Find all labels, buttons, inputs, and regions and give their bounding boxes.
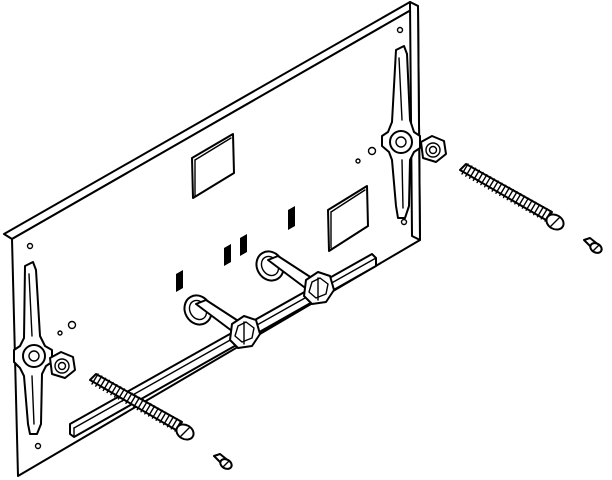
bolt-thread-line xyxy=(461,163,469,175)
bolt-thread-line xyxy=(113,386,122,398)
bolt-thread-line xyxy=(536,206,545,218)
bolt-thread-line xyxy=(121,390,129,402)
bolt-thread-line xyxy=(91,373,99,385)
mounting-plate xyxy=(3,1,421,477)
bolt-thread-line xyxy=(132,396,141,409)
bolt-thread-line xyxy=(136,398,144,411)
bolt-thread-line xyxy=(491,180,499,192)
bolt-thread-line xyxy=(476,171,484,184)
small-screw-left xyxy=(213,453,233,470)
bolt-thread-line xyxy=(144,403,152,415)
bolt-thread-line xyxy=(465,165,473,177)
bolt-thread-line xyxy=(147,405,156,417)
bolt-thread-line xyxy=(117,388,126,400)
small-screw-right xyxy=(583,237,603,254)
bolt-thread-line xyxy=(499,184,507,197)
bolt-thread-line xyxy=(95,375,103,387)
bolt-thread-line xyxy=(483,176,492,188)
bolt-thread-line xyxy=(170,418,178,430)
threaded-bolt-right xyxy=(459,163,565,231)
bolt-thread-line xyxy=(166,416,175,428)
rectangular-cutout-upper xyxy=(191,133,235,199)
rectangular-cutout-lower xyxy=(327,185,369,252)
bolt-thread-line xyxy=(487,178,496,190)
bolt-thread-line xyxy=(472,169,481,182)
bolt-thread-line xyxy=(468,167,477,179)
pipe-stub-right xyxy=(255,250,335,305)
bolt-thread-line xyxy=(155,409,163,422)
bolt-thread-line xyxy=(159,411,167,424)
slot-markers xyxy=(176,206,295,292)
bolt-thread-line xyxy=(517,195,526,207)
wing-bracket-right xyxy=(381,45,421,219)
hex-nut-left xyxy=(49,351,76,379)
bolt-thread-line xyxy=(521,197,530,209)
bolt-thread-line xyxy=(98,377,107,389)
pipe-stub-left xyxy=(183,294,261,349)
bolt-thread-line xyxy=(102,379,111,392)
bolt-thread-line xyxy=(140,401,148,413)
bolt-thread-line xyxy=(510,191,518,203)
bolt-thread-line xyxy=(529,201,537,214)
hex-nut-right xyxy=(420,135,447,163)
bolt-thread-line xyxy=(514,193,522,205)
bolt-thread-line xyxy=(129,394,137,407)
bolt-thread-line xyxy=(106,381,114,394)
bolt-thread-line xyxy=(110,383,118,396)
bolt-thread-line xyxy=(125,392,133,404)
bolt-thread-line xyxy=(480,173,488,186)
bolt-thread-line xyxy=(525,199,533,212)
bolt-thread-line xyxy=(151,407,160,419)
bolt-thread-line xyxy=(495,182,503,194)
bolt-thread-line xyxy=(506,188,514,201)
threaded-bolt-left xyxy=(89,373,195,441)
wing-bracket-left xyxy=(13,261,53,435)
bolt-thread-line xyxy=(162,413,171,426)
bolt-thread-line xyxy=(502,186,511,199)
bolt-thread-line xyxy=(532,203,541,216)
bolt-thread-line xyxy=(540,208,548,220)
